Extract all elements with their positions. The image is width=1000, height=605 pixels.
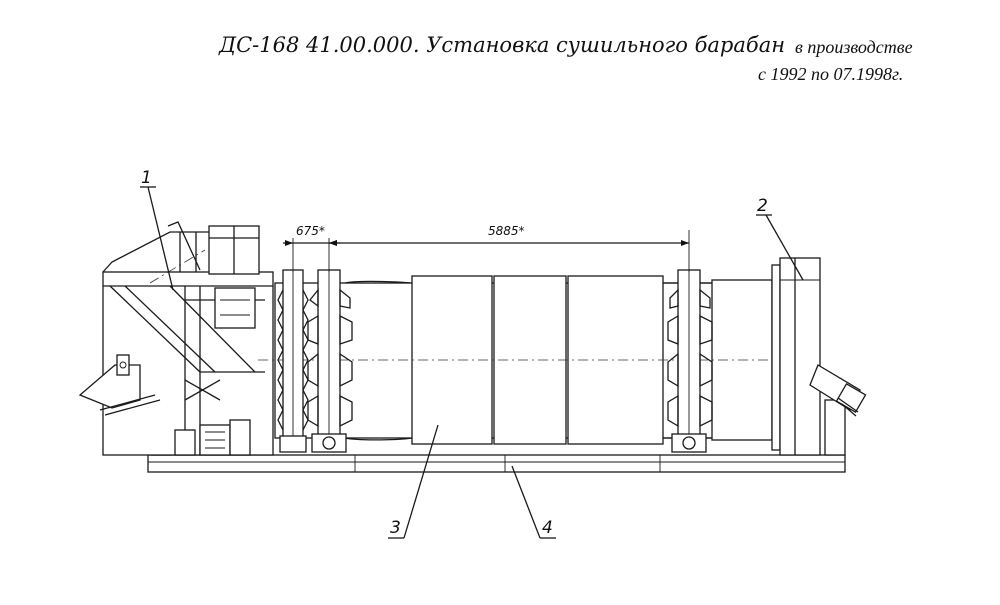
callout-1: 1 bbox=[140, 168, 174, 291]
callout-4: 4 bbox=[511, 465, 556, 539]
loading-unit bbox=[78, 221, 274, 456]
dimension-label-5885: 5885* bbox=[488, 224, 525, 238]
discharge-head bbox=[771, 257, 867, 456]
callout-3: 3 bbox=[388, 424, 439, 539]
dimension-5885: 5885* bbox=[329, 224, 690, 272]
callout-2: 2 bbox=[756, 196, 804, 281]
drum-tire-right bbox=[667, 269, 713, 453]
drum-tire-left bbox=[277, 269, 309, 453]
callout-label-4: 4 bbox=[542, 518, 553, 538]
callout-label-3: 3 bbox=[390, 518, 401, 538]
production-period-line-2: с 1992 по 07.1998г. bbox=[758, 64, 904, 84]
drawing-title: ДС-168 41.00.000. Установка сушильного б… bbox=[219, 33, 786, 57]
callout-label-1: 1 bbox=[141, 168, 152, 188]
callout-label-2: 2 bbox=[757, 196, 768, 216]
dimension-675: 675* bbox=[283, 224, 340, 272]
dimension-label-675: 675* bbox=[296, 224, 325, 238]
production-period-line-1: в производстве bbox=[795, 37, 913, 57]
drum-tire-middle bbox=[307, 269, 353, 453]
